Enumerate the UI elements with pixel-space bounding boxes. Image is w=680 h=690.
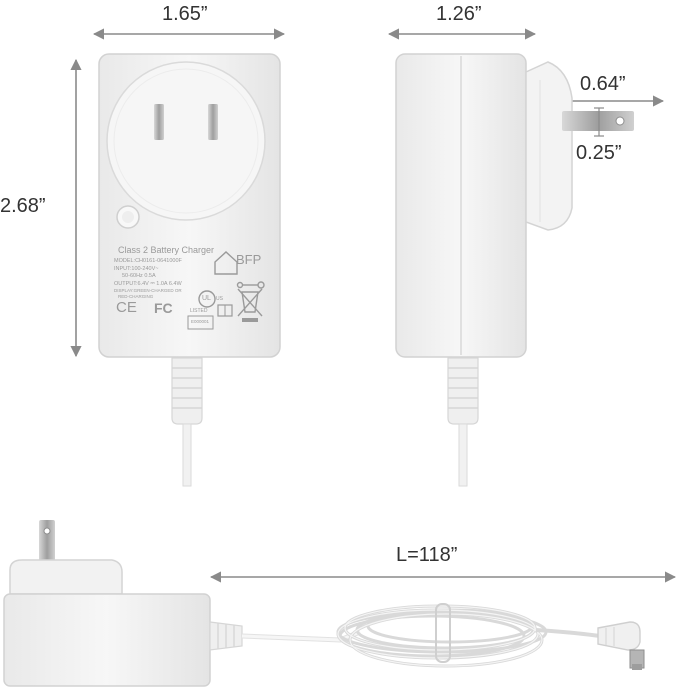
fc-mark: FC	[154, 300, 173, 316]
front-strain-relief	[171, 357, 203, 425]
prong-length-label: 0.64”	[580, 73, 626, 95]
listed-box	[187, 315, 214, 330]
weee-bin-icon	[237, 288, 263, 317]
plate-title: Class 2 Battery Charger	[118, 245, 215, 255]
plug-plate	[106, 61, 266, 221]
plate-input: INPUT:100-240V~	[114, 266, 159, 272]
us-mark: US	[216, 296, 223, 302]
side-view	[387, 28, 665, 487]
listed-mark: LISTED	[190, 308, 208, 314]
cable-tie	[435, 603, 451, 663]
side-strain-relief	[447, 357, 479, 425]
front-width-label: 1.65”	[162, 3, 208, 25]
side-depth-label: 1.26”	[436, 3, 482, 25]
cable-length-label: L=118”	[396, 544, 458, 566]
ul-mark: UL	[202, 295, 211, 302]
side-plug-housing	[525, 61, 573, 231]
plate-display-1: DISPLAY:GREEN-CHARGED OR	[114, 288, 182, 293]
front-prong-left	[154, 104, 164, 140]
dc-lead-cable	[535, 628, 601, 638]
plate-frequency: 50-60Hz 0.5A	[122, 273, 156, 279]
side-prong	[562, 111, 634, 131]
full-length-view	[3, 520, 677, 687]
house-icon	[214, 251, 238, 275]
plate-brand: BFP	[236, 252, 262, 267]
bottom-body	[3, 593, 211, 687]
dc-barrel-plug	[597, 621, 645, 670]
plate-display-2: RED-CHARGING	[118, 294, 154, 299]
prong-width-label: 0.25”	[576, 142, 622, 164]
height-label: 2.68”	[0, 195, 46, 217]
front-cable	[182, 423, 192, 487]
bottom-plug-housing	[9, 559, 123, 595]
plate-model: MODEL:CH0161-0641000F	[114, 258, 182, 264]
plate-output: OUTPUT:6.4V ⎓ 1.0A 6.4W	[114, 281, 182, 287]
listed-code: E000001	[191, 319, 210, 324]
side-cable	[458, 423, 468, 487]
front-prong-right	[208, 104, 218, 140]
bottom-strain-relief	[209, 621, 243, 651]
ul-mark-icon	[198, 290, 216, 308]
bottom-prong	[39, 520, 55, 570]
ce-mark: CE	[116, 299, 137, 316]
front-view	[70, 28, 286, 487]
plug-diagram-icon	[236, 281, 265, 289]
